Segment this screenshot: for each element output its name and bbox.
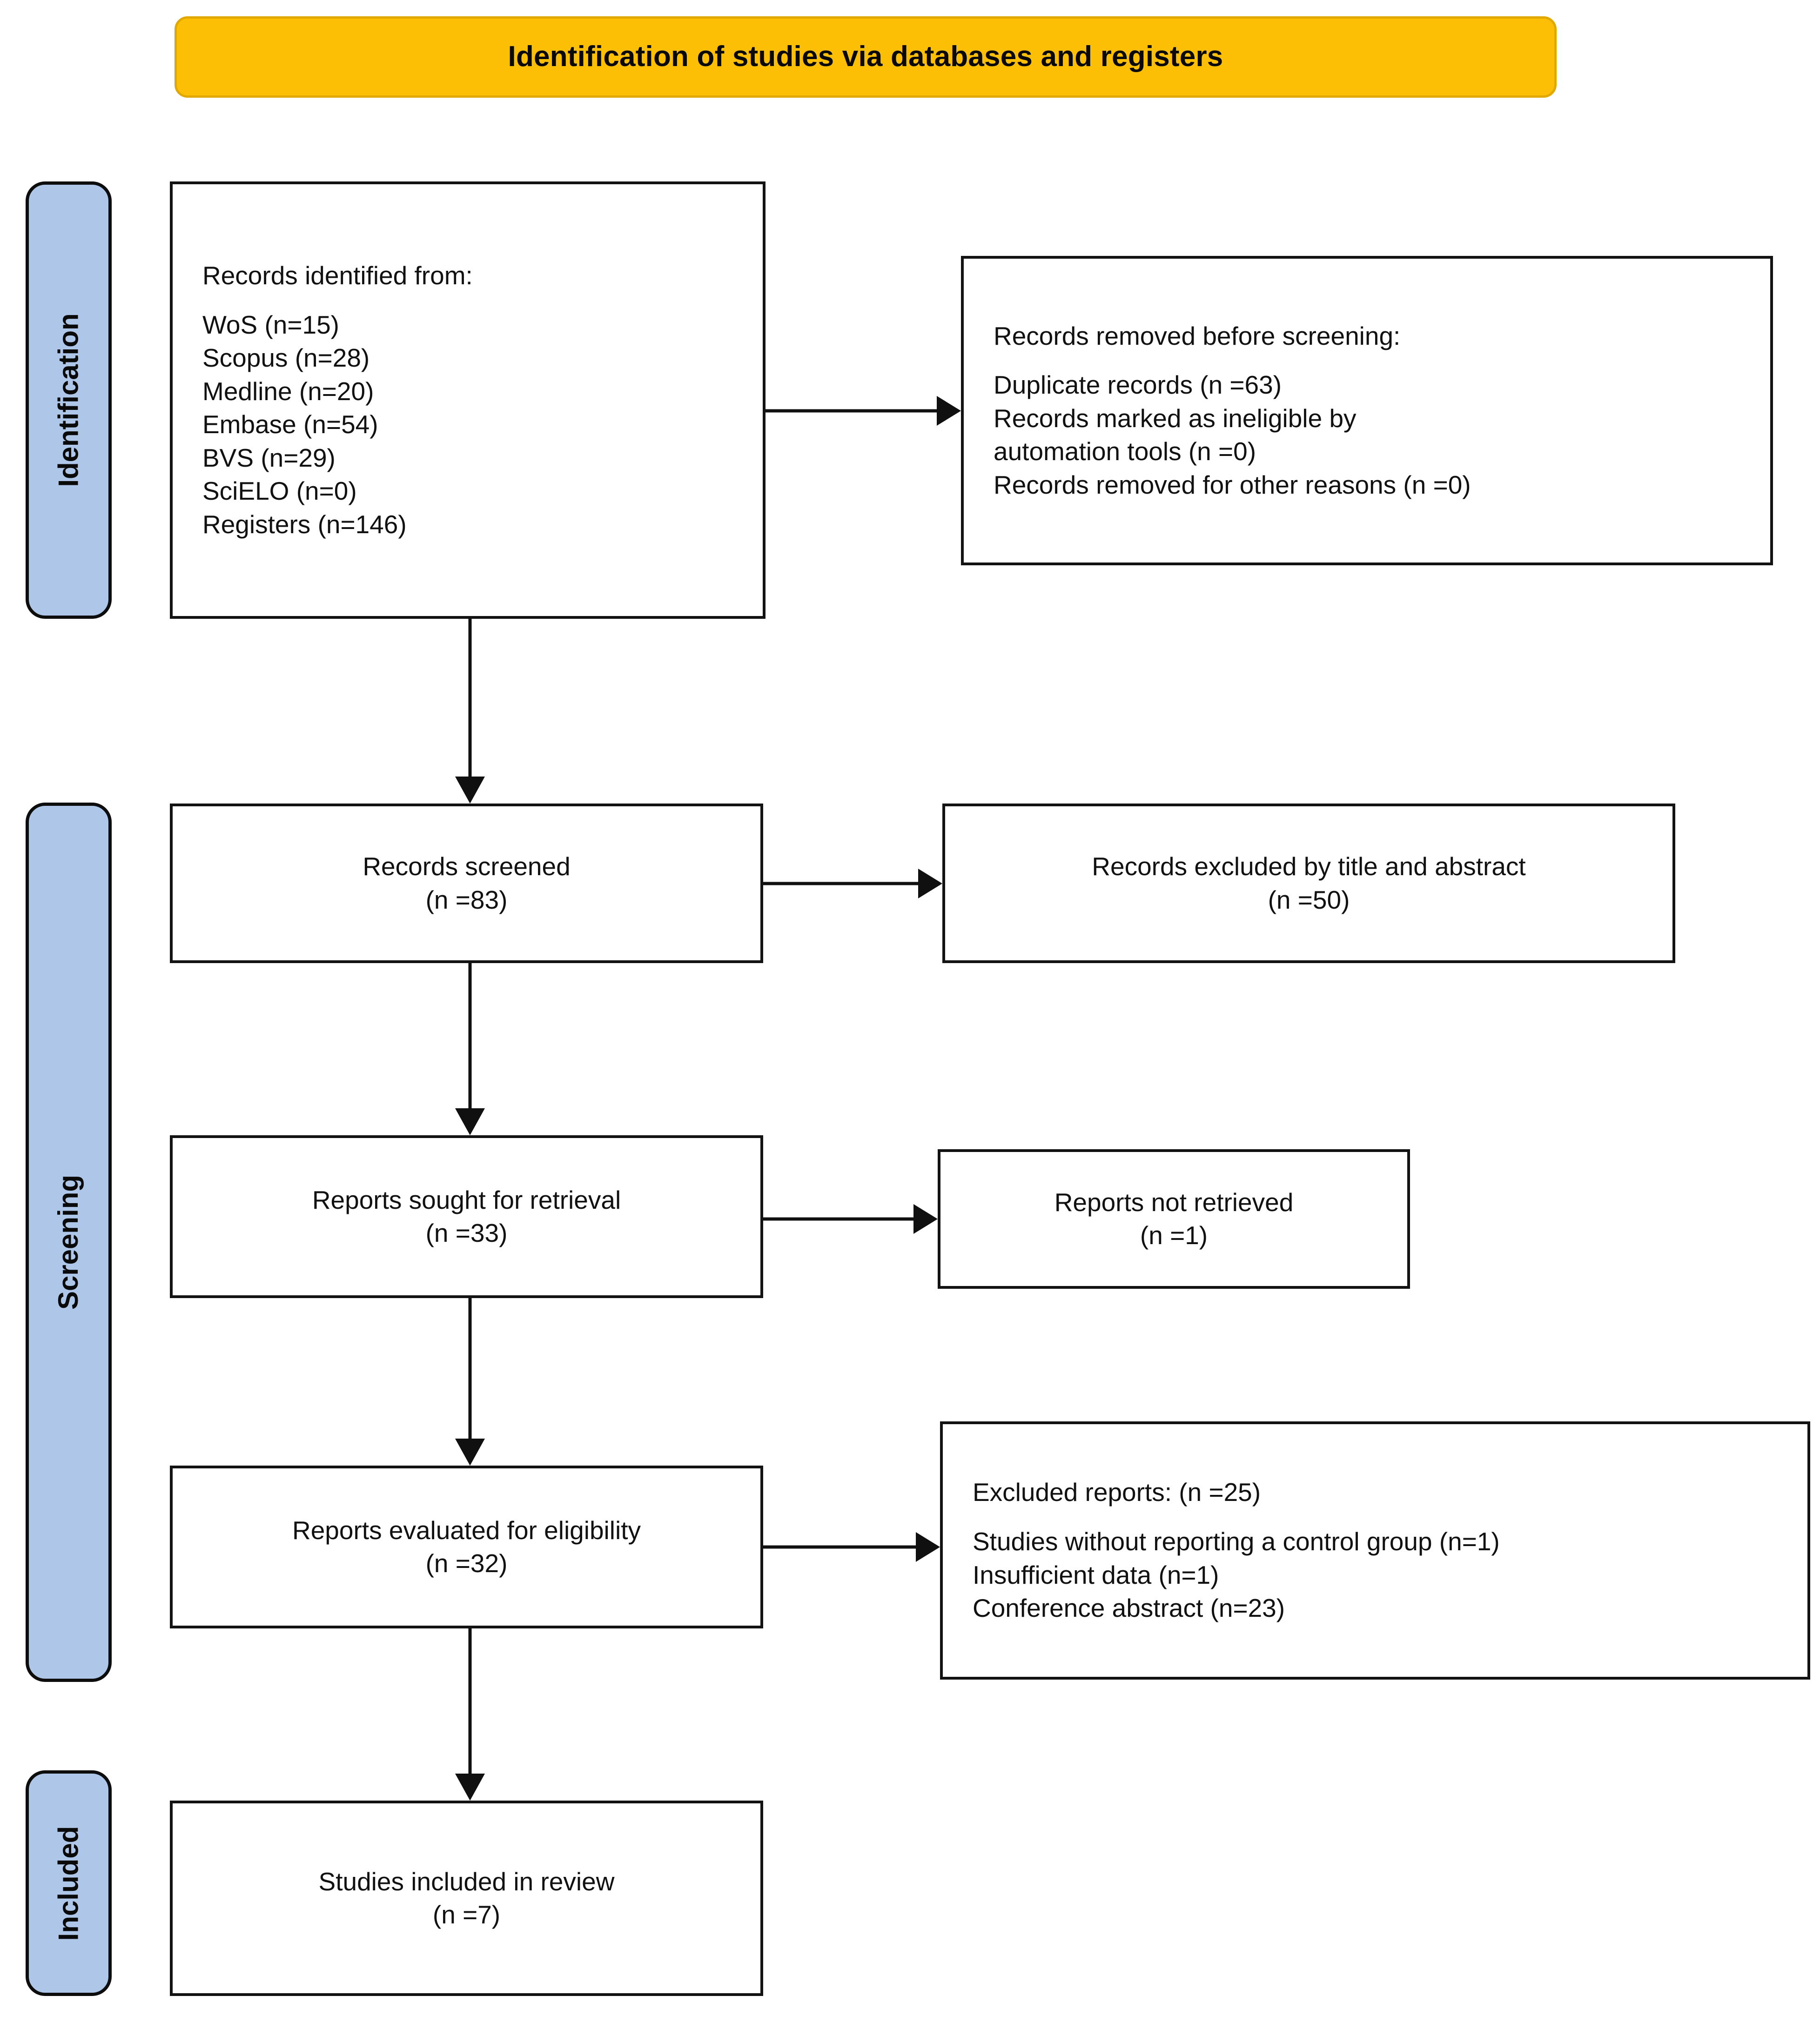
stage-label-identification: Identification [26,181,112,619]
reports-evaluated-label: Reports evaluated for eligibility [292,1515,641,1545]
arrow-shaft [468,1298,472,1439]
arrow-shaft [468,1628,472,1774]
excluded-insufficient-data: Insufficient data (n=1) [973,1560,1219,1589]
arrow-down-icon-identified-to-screened [454,619,486,804]
box-reports-sought-for-retrieval: Reports sought for retrieval (n =33) [170,1135,763,1298]
source-embase: Embase (n=54) [202,410,378,439]
arrow-head [916,1532,940,1562]
reports-sought-label: Reports sought for retrieval [312,1185,621,1214]
records-excluded-ta-label: Records excluded by title and abstract [1092,852,1526,881]
source-registers: Registers (n=146) [202,509,407,539]
stage-label-text: Screening [53,1174,84,1310]
records-removed-spacer [994,353,1770,368]
arrow-right-icon-screened-to-excluded [763,867,942,900]
arrow-head [455,1774,485,1801]
records-excluded-ta-count: (n =50) [1268,885,1350,914]
arrow-shaft [763,1217,913,1221]
excluded-conference-abstract: Conference abstract (n=23) [973,1594,1285,1623]
studies-included-count: (n =7) [432,1900,501,1929]
diagram-header-banner: Identification of studies via databases … [175,16,1557,98]
box-studies-included-in-review: Studies included in review (n =7) [170,1801,763,1996]
box-records-excluded-title-abstract: Records excluded by title and abstract (… [942,804,1675,963]
arrow-right-icon-evaluated-to-excluded-reports [763,1531,940,1563]
source-bvs: BVS (n=29) [202,443,336,472]
arrow-shaft [766,409,937,413]
records-screened-count: (n =83) [425,885,508,914]
arrow-down-icon-evaluated-to-included [454,1628,486,1801]
box-records-identified: Records identified from: WoS (n=15) Scop… [170,181,766,619]
removed-ineligible-line1: Records marked as ineligible by [994,403,1357,433]
diagram-title: Identification of studies via databases … [508,40,1223,73]
studies-included-label: Studies included in review [318,1867,615,1896]
records-identified-heading: Records identified from: [202,261,473,290]
arrow-head [937,396,961,426]
reports-evaluated-count: (n =32) [425,1549,508,1578]
records-removed-heading: Records removed before screening: [994,321,1401,350]
box-excluded-reports: Excluded reports: (n =25) Studies withou… [940,1421,1810,1680]
stage-label-text: Included [53,1826,84,1941]
source-scopus: Scopus (n=28) [202,343,370,373]
box-records-screened: Records screened (n =83) [170,804,763,963]
arrow-right-icon-sought-to-not-retrieved [763,1203,938,1235]
box-reports-evaluated-for-eligibility: Reports evaluated for eligibility (n =32… [170,1466,763,1628]
arrow-right-icon-identified-to-removed [766,395,961,427]
arrow-head [913,1204,938,1234]
source-wos: WoS (n=15) [202,310,339,339]
arrow-shaft [763,1545,916,1549]
box-reports-not-retrieved: Reports not retrieved (n =1) [938,1149,1410,1289]
arrow-head [455,1439,485,1466]
reports-not-retrieved-label: Reports not retrieved [1054,1187,1294,1217]
arrow-head [918,869,942,898]
excluded-no-control-group: Studies without reporting a control grou… [973,1527,1500,1556]
records-identified-spacer [202,292,763,308]
source-medline: Medline (n=20) [202,376,374,406]
arrow-down-icon-sought-to-evaluated [454,1298,486,1466]
reports-not-retrieved-count: (n =1) [1140,1221,1208,1250]
arrow-shaft [763,882,918,885]
records-screened-label: Records screened [363,852,571,881]
removed-other-reasons: Records removed for other reasons (n =0) [994,470,1471,499]
excluded-reports-spacer [973,1509,1807,1525]
source-scielo: SciELO (n=0) [202,476,357,506]
stage-label-included: Included [26,1770,112,1996]
arrow-down-icon-screened-to-sought [454,963,486,1135]
removed-ineligible-line2: automation tools (n =0) [994,437,1256,466]
arrow-head [455,777,485,804]
excluded-reports-heading: Excluded reports: (n =25) [973,1478,1261,1507]
stage-label-text: Identification [53,313,84,487]
reports-sought-count: (n =33) [425,1219,508,1247]
arrow-shaft [468,963,472,1108]
arrow-head [455,1108,485,1135]
arrow-shaft [468,619,472,777]
stage-label-screening: Screening [26,803,112,1682]
box-records-removed-before-screening: Records removed before screening: Duplic… [961,256,1773,565]
removed-duplicate-records: Duplicate records (n =63) [994,370,1282,400]
